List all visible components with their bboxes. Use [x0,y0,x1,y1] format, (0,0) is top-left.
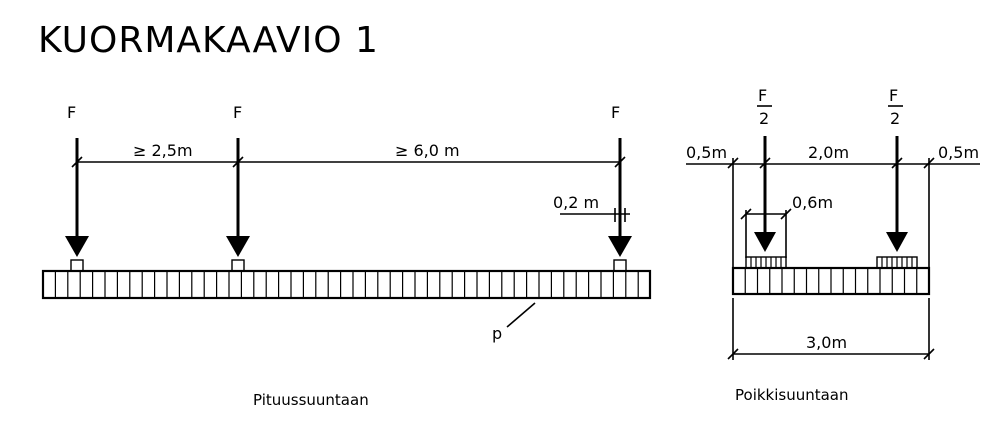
transverse-view: F 2 F 2 0,5m 2,0m 0,5m [686,86,980,404]
half-load-denominator-1: 2 [759,109,769,128]
dimension-total-width: 3,0m [806,333,847,352]
load-label-2: F [233,103,242,122]
longitudinal-caption: Pituussuuntaan [253,391,369,409]
dimension-spacing-2: ≥ 6,0 m [395,141,460,160]
load-arrow-1 [65,138,89,257]
half-load-denominator-2: 2 [890,109,900,128]
line-load-leader [506,302,536,328]
dimension-spacing-1: ≥ 2,5m [133,141,193,160]
longitudinal-beam [41,269,652,300]
dimension-pad-transverse: 0,6m [792,193,833,212]
half-load-numerator-2: F [889,86,898,105]
dimension-line-transverse-total [727,298,935,360]
half-load-arrow-1 [754,136,776,252]
dimension-edge-right: 0,5m [938,143,979,162]
load-arrow-2 [226,138,250,257]
load-pad-1 [70,259,84,272]
load-label-3: F [611,103,620,122]
dimension-edge-left: 0,5m [686,143,727,162]
load-pad-2 [231,259,245,272]
transverse-caption: Poikkisuuntaan [735,386,849,404]
line-load-label: p [492,324,502,343]
beam-long-cells [54,271,639,298]
dimension-middle: 2,0m [808,143,849,162]
load-pad-3 [613,259,627,272]
dimension-line-pad-transverse [740,208,792,258]
dimension-line-pad [560,208,630,222]
beam-trans-cells [744,268,918,294]
load-label-1: F [67,103,76,122]
half-load-arrow-2 [886,136,908,252]
longitudinal-view: F F F ≥ 2,5m ≥ 6,0 m [41,103,652,409]
dimension-line-spacing [71,156,626,168]
diagram-title: KUORMAKAAVIO 1 [38,20,379,61]
half-load-numerator-1: F [758,86,767,105]
load-arrow-3 [608,138,632,257]
transverse-pad-cells [750,257,913,268]
dimension-pad-width: 0,2 m [553,193,599,212]
